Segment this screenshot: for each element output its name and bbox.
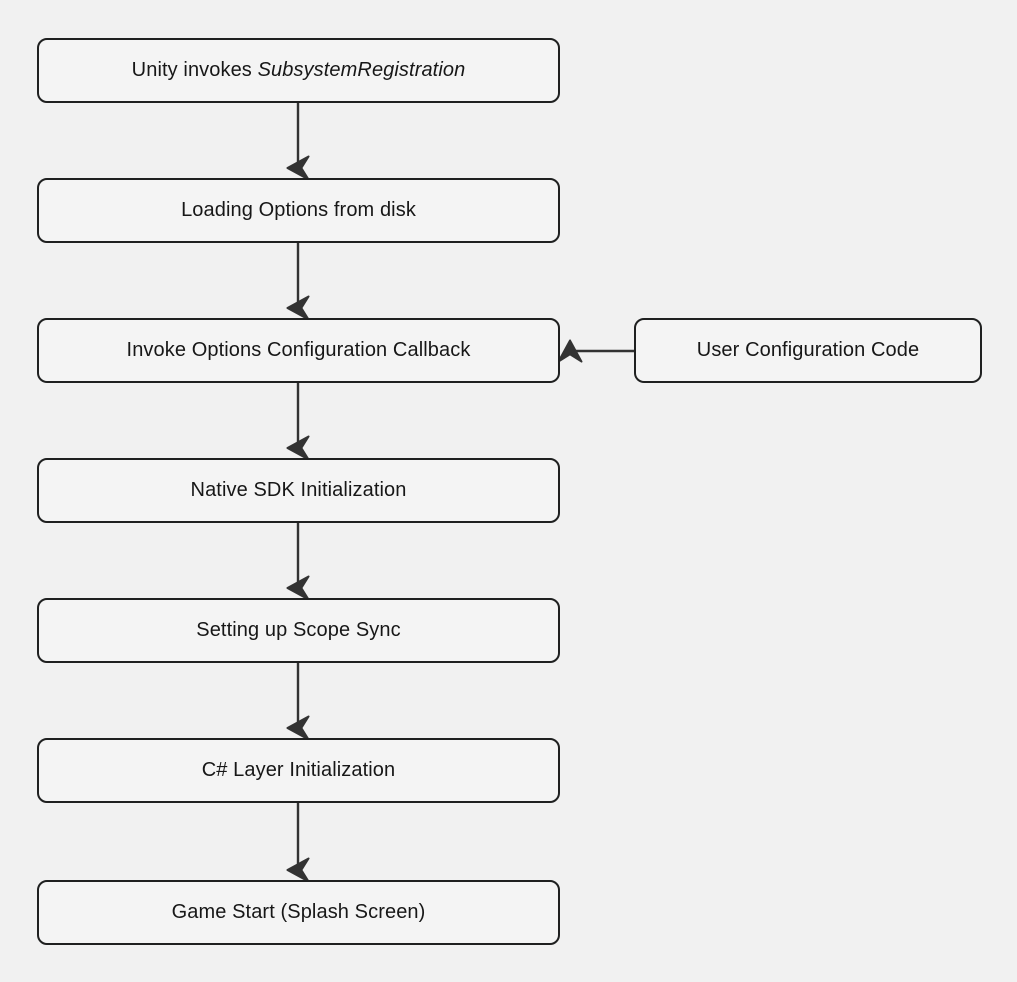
node-unity-invokes-subsystemregistration[interactable]: Unity invokes SubsystemRegistration [37, 38, 560, 103]
node-label: Invoke Options Configuration Callback [126, 339, 471, 361]
node-label: Game Start (Splash Screen) [171, 901, 426, 923]
node-label: C# Layer Initialization [201, 759, 396, 781]
node-label: Native SDK Initialization [190, 479, 407, 501]
node-label: Loading Options from disk [181, 199, 416, 221]
node-native-sdk-initialization[interactable]: Native SDK Initialization [37, 458, 560, 523]
node-label-prefix: Unity invokes [131, 59, 258, 81]
node-user-configuration-code[interactable]: User Configuration Code [634, 318, 982, 383]
node-label: User Configuration Code [696, 339, 920, 361]
node-label: Setting up Scope Sync [196, 619, 401, 641]
node-setting-up-scope-sync[interactable]: Setting up Scope Sync [37, 598, 560, 663]
node-invoke-options-configuration-callback[interactable]: Invoke Options Configuration Callback [37, 318, 560, 383]
node-label: Unity invokes SubsystemRegistration [124, 58, 474, 83]
node-loading-options-from-disk[interactable]: Loading Options from disk [37, 178, 560, 243]
node-csharp-layer-initialization[interactable]: C# Layer Initialization [37, 738, 560, 803]
node-game-start-splash-screen[interactable]: Game Start (Splash Screen) [37, 880, 560, 945]
node-label-emphasis: SubsystemRegistration [257, 59, 466, 81]
